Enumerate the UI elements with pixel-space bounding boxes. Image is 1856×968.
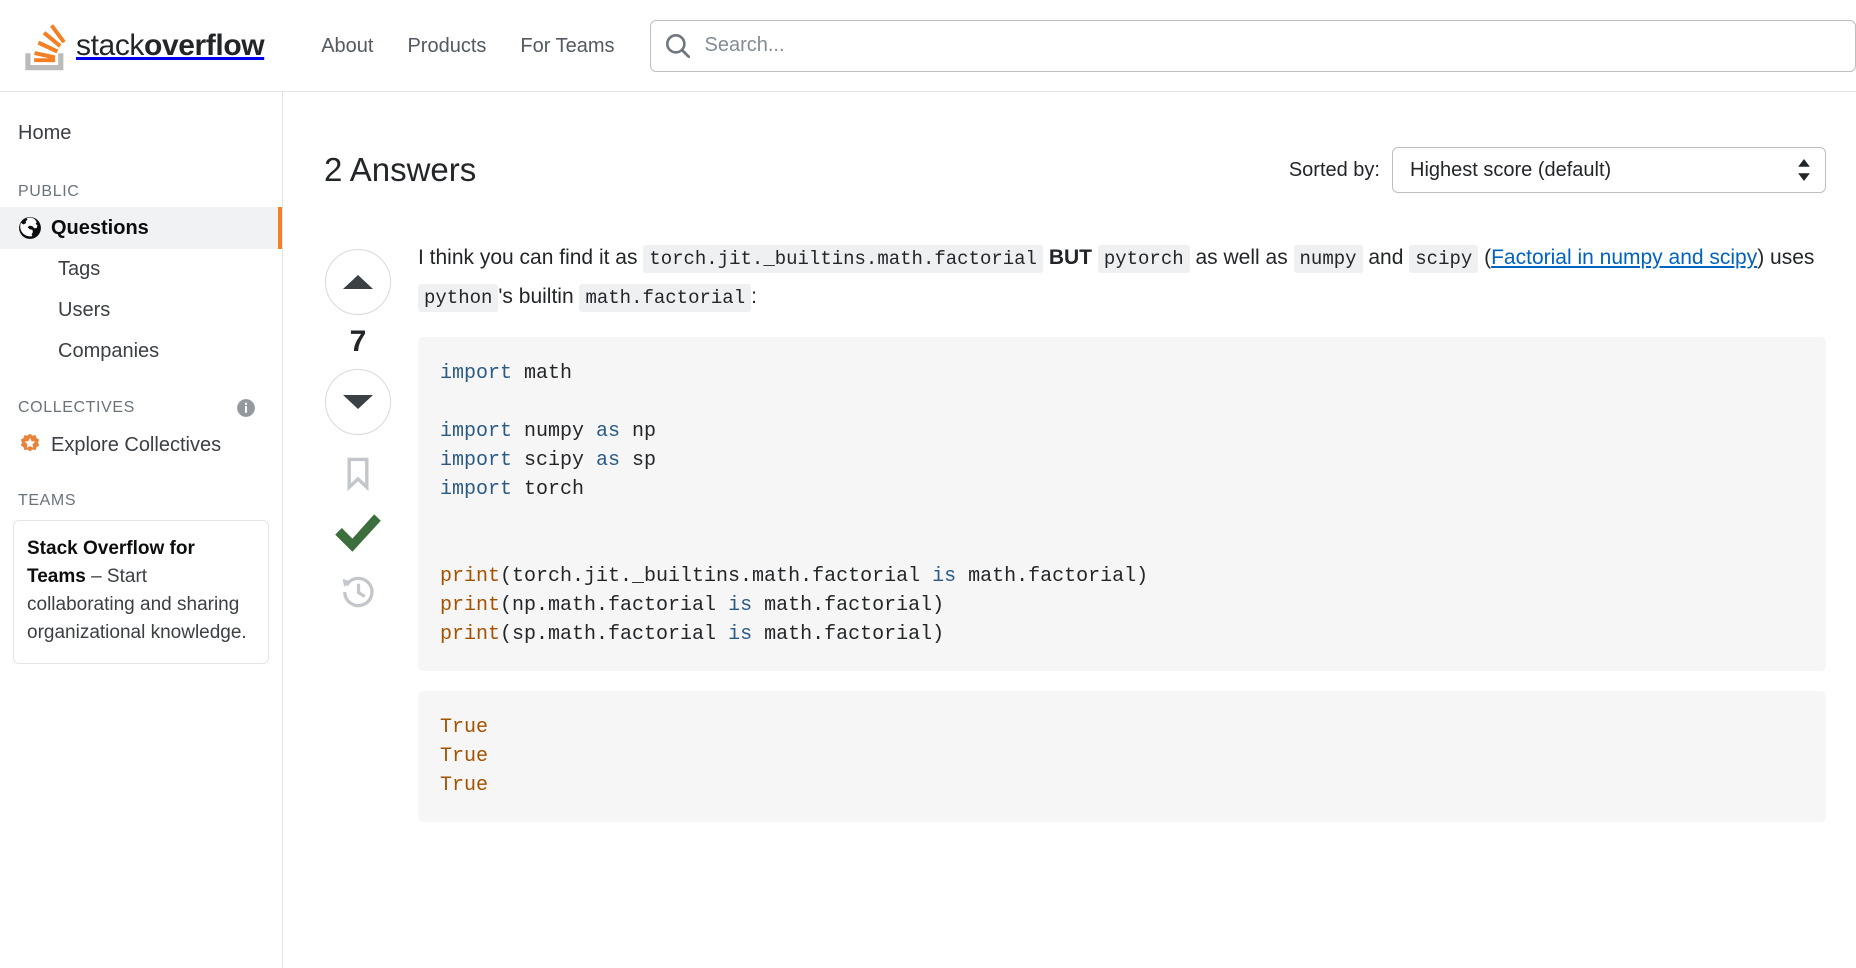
inline-code-math-factorial: math.factorial xyxy=(579,283,752,312)
inline-code-numpy: numpy xyxy=(1293,244,1363,273)
sidebar-item-companies[interactable]: Companies xyxy=(58,340,160,362)
sidebar-section-collectives-label: COLLECTIVES xyxy=(18,399,135,416)
answer-text-part-5: and xyxy=(1362,245,1410,269)
collectives-star-icon xyxy=(20,433,40,452)
teams-promo-text: Stack Overflow for Teams – Start collabo… xyxy=(27,535,255,647)
sidebar-item-tags[interactable]: Tags xyxy=(58,258,101,280)
sidebar-item-questions[interactable]: Questions xyxy=(0,207,282,249)
answer-text: I think you can find it as torch.jit._bu… xyxy=(418,239,1826,317)
globe-icon xyxy=(19,217,41,239)
teams-promo-title: Stack Overflow for Teams xyxy=(27,538,195,587)
vote-score: 7 xyxy=(349,324,367,358)
logo-word-overflow: overflow xyxy=(144,28,265,62)
search-icon xyxy=(665,33,690,58)
code-block-imports[interactable]: import math import numpy as np import sc… xyxy=(418,336,1826,671)
chevron-updown-icon xyxy=(1798,159,1810,182)
inline-code-pytorch: pytorch xyxy=(1097,244,1190,273)
left-sidebar: Home PUBLIC Questions Tags Users Compani… xyxy=(0,92,283,968)
answer-link-factorial-numpy-scipy[interactable]: Factorial in numpy and scipy xyxy=(1491,245,1758,269)
search-box[interactable] xyxy=(649,19,1856,72)
upvote-button[interactable] xyxy=(325,248,391,315)
nav-about[interactable]: About xyxy=(321,34,374,57)
teams-promo-card[interactable]: Stack Overflow for Teams – Start collabo… xyxy=(13,520,269,664)
answer-text-bold-but: BUT xyxy=(1048,245,1092,269)
answer-text-part-7: ) uses xyxy=(1757,245,1815,269)
sidebar-section-public: PUBLIC xyxy=(0,183,282,201)
sidebar-section-collectives: COLLECTIVES xyxy=(0,398,282,418)
sidebar-item-explore-collectives[interactable]: Explore Collectives xyxy=(0,424,282,466)
answer-text-part-4: as well as xyxy=(1189,245,1294,269)
answer-post: 7 I think you can find it as torch.jit._… xyxy=(284,217,1856,822)
sidebar-item-home[interactable]: Home xyxy=(18,122,72,144)
sorted-by-label: Sorted by: xyxy=(1288,158,1380,181)
answer-text-part-1: I think you can find it as xyxy=(418,245,644,269)
sidebar-section-teams: TEAMS xyxy=(0,492,282,510)
inline-code-torch-factorial: torch.jit._builtins.math.factorial xyxy=(643,244,1043,273)
sort-area: Sorted by: Highest score (default) xyxy=(1288,147,1826,194)
bookmark-icon[interactable] xyxy=(344,457,372,491)
sidebar-section-public-label: PUBLIC xyxy=(18,183,80,200)
nav-for-teams[interactable]: For Teams xyxy=(520,34,615,57)
logo-wordmark: stackoverflow xyxy=(76,28,265,63)
history-clock-icon[interactable] xyxy=(341,575,375,609)
site-header: stackoverflow About Products For Teams xyxy=(0,0,1856,92)
sidebar-item-explore-collectives-label: Explore Collectives xyxy=(51,433,222,456)
sidebar-item-questions-label: Questions xyxy=(51,216,149,239)
answer-body: I think you can find it as torch.jit._bu… xyxy=(394,239,1826,822)
answers-header: 2 Answers Sorted by: Highest score (defa… xyxy=(284,92,1856,217)
answer-text-part-3 xyxy=(1092,246,1098,269)
info-icon[interactable] xyxy=(236,398,256,418)
search-container xyxy=(649,19,1856,72)
code-block-output[interactable]: True True True xyxy=(418,690,1826,822)
answer-text-part-9: : xyxy=(751,284,757,308)
stackoverflow-logo-link[interactable]: stackoverflow xyxy=(16,0,272,92)
check-accepted-icon[interactable] xyxy=(334,513,382,553)
sidebar-item-users[interactable]: Users xyxy=(58,299,111,321)
answers-count-heading: 2 Answers xyxy=(324,151,477,189)
teams-promo-body: – Start collaborating and sharing organi… xyxy=(27,566,247,643)
sidebar-section-teams-label: TEAMS xyxy=(18,492,77,509)
inline-code-python: python xyxy=(418,283,499,312)
downvote-button[interactable] xyxy=(325,368,391,435)
main-content: 2 Answers Sorted by: Highest score (defa… xyxy=(284,92,1856,968)
vote-column: 7 xyxy=(322,239,394,822)
nav-products[interactable]: Products xyxy=(407,34,487,57)
answer-text-part-6: ( xyxy=(1478,245,1492,269)
answer-text-part-8: 's builtin xyxy=(498,284,580,308)
stackoverflow-logo-icon xyxy=(25,23,66,70)
arrow-up-icon xyxy=(343,274,373,289)
logo-word-stack: stack xyxy=(76,28,145,62)
sort-select[interactable]: Highest score (default) xyxy=(1392,147,1826,194)
inline-code-scipy: scipy xyxy=(1409,244,1479,273)
arrow-down-icon xyxy=(343,394,373,409)
sort-select-value: Highest score (default) xyxy=(1410,158,1612,181)
search-input[interactable] xyxy=(702,33,1855,58)
